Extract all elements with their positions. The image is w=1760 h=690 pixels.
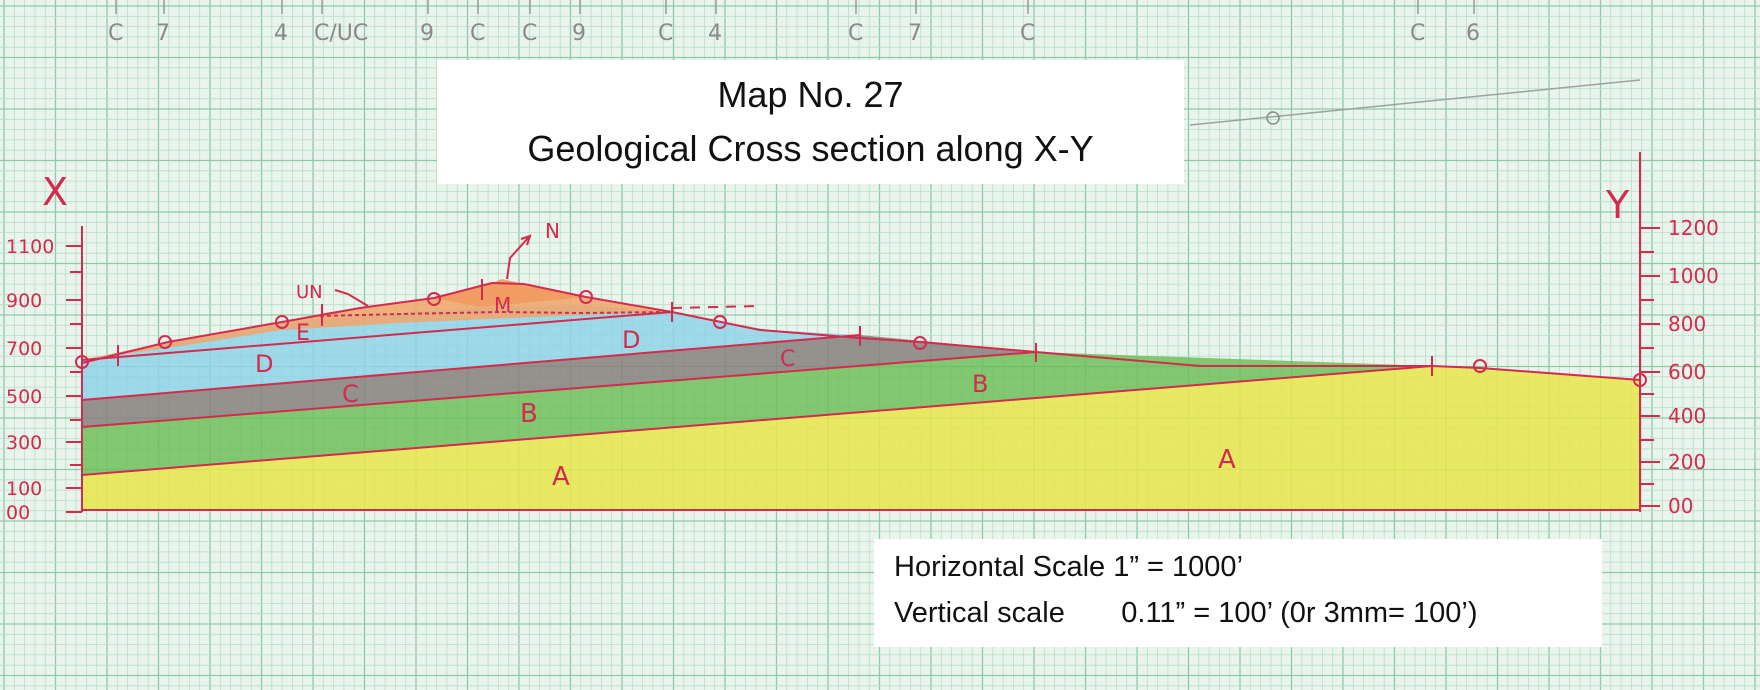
right-tick-label: 200 xyxy=(1668,450,1706,474)
left-tick-label: 500 xyxy=(6,386,42,408)
left-tick-label: 700 xyxy=(6,338,42,360)
note-arrow xyxy=(506,237,529,280)
contact-circle xyxy=(913,336,927,350)
top-mark-label: 4 xyxy=(274,21,288,46)
right-tick-label: 600 xyxy=(1668,360,1706,384)
horizontal-scale: Horizontal Scale 1” = 1000’ xyxy=(894,551,1244,583)
right-tick-label: 1000 xyxy=(1668,264,1719,288)
left-tick-label: 300 xyxy=(6,432,42,454)
bed-label: E xyxy=(296,321,310,346)
title-box: Map No. 27 Geological Cross section alon… xyxy=(437,60,1184,184)
contact-circle xyxy=(158,335,172,349)
left-tick-label: 1100 xyxy=(6,236,54,258)
right-elevation-scale: 1200 1000 800 600 400 200 00 xyxy=(1640,216,1719,518)
right-tick-label: 1200 xyxy=(1668,216,1719,240)
boundary-d-e xyxy=(81,311,673,361)
right-tick-label: 00 xyxy=(1668,494,1693,518)
contact-circle xyxy=(1473,359,1487,373)
top-mark-label: C xyxy=(1020,21,1035,46)
top-mark-label: C xyxy=(658,21,673,46)
unconformity-line xyxy=(319,310,673,317)
right-tick-label: 800 xyxy=(1668,312,1706,336)
top-mark-label: C xyxy=(522,21,537,46)
note-arrow-head xyxy=(520,234,532,246)
contact-markers xyxy=(75,279,1647,387)
top-mark-label: 7 xyxy=(156,21,170,46)
left-tick-label: 00 xyxy=(6,502,30,524)
top-mark-label: C xyxy=(1410,21,1425,46)
bed-label: D xyxy=(255,350,273,378)
section-start-label: X xyxy=(42,170,68,214)
left-tick-label: 100 xyxy=(6,478,42,500)
bed-label: A xyxy=(552,462,570,492)
bed-a xyxy=(82,366,1640,510)
section-title: Geological Cross section along X-Y xyxy=(527,128,1094,169)
unconformity-extension xyxy=(671,305,761,309)
note-label: N xyxy=(545,219,560,243)
bed-label: D xyxy=(622,326,640,354)
contact-circle xyxy=(75,355,89,369)
unconformity-pointer xyxy=(334,289,369,307)
boundary-a-b xyxy=(81,365,1433,476)
bed-label: A xyxy=(1218,445,1236,475)
vertical-scale: Vertical scale 0.11” = 100’ (0r 3mm= 100… xyxy=(894,597,1478,629)
top-mark-label: 7 xyxy=(908,21,922,46)
boundary-b-c xyxy=(81,351,1037,428)
unconformity-label: UN xyxy=(296,282,323,303)
scale-note-box: Horizontal Scale 1” = 1000’ Vertical sca… xyxy=(874,539,1602,647)
top-mark-label: C xyxy=(848,21,863,46)
map-point-marker xyxy=(1266,111,1280,125)
bed-c xyxy=(82,335,1036,427)
top-edge-marks: C 7 4 C/UC 9 C C 9 C 4 C 7 C C 6 xyxy=(108,0,1480,46)
bed-label: B xyxy=(520,399,538,429)
contact-circle xyxy=(1633,373,1647,387)
bed-b xyxy=(82,352,1432,475)
contact-circle xyxy=(579,290,593,304)
top-mark-label: 4 xyxy=(708,21,722,46)
contact-circle xyxy=(713,315,727,329)
left-tick-label: 900 xyxy=(6,290,42,312)
bed-label: C xyxy=(342,380,359,408)
map-section-line xyxy=(1189,79,1641,126)
bed-boundaries xyxy=(81,152,1641,512)
top-mark-label: 9 xyxy=(572,21,586,46)
bed-label: C xyxy=(780,347,795,372)
boundary-c-d xyxy=(81,334,861,401)
bed-label: B xyxy=(972,370,988,398)
contact-circle xyxy=(275,315,289,329)
top-mark-label: C/UC xyxy=(314,21,368,46)
top-mark-label: C xyxy=(470,21,485,46)
top-mark-label: 6 xyxy=(1466,21,1480,46)
contact-circle xyxy=(427,292,441,306)
map-title: Map No. 27 xyxy=(717,74,904,115)
right-tick-label: 400 xyxy=(1668,404,1706,428)
top-mark-label: C xyxy=(108,21,123,46)
top-mark-label: 9 xyxy=(420,21,434,46)
section-end-label: Y xyxy=(1605,183,1630,227)
bed-m xyxy=(434,279,586,307)
bed-label: M xyxy=(494,293,511,317)
